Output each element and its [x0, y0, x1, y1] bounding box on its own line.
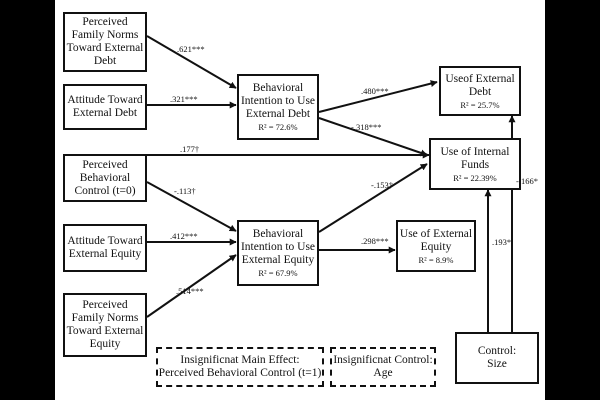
arrow-fn-debt-to-int-debt	[146, 35, 237, 89]
node-line: Debt	[93, 55, 117, 67]
node-line: Size	[487, 358, 507, 370]
r-squared-label: R² = 67.9%	[258, 268, 298, 278]
node-line: Control:	[477, 345, 517, 357]
r-squared-label: R² = 8.9%	[418, 254, 454, 265]
node-line: Perceived	[82, 16, 128, 28]
r-squared-label: R² = 22.39%	[453, 172, 497, 183]
node-intention-external-debt: Behavioral Intention to Use External Deb…	[237, 74, 319, 140]
node-line: External Equity	[68, 248, 142, 260]
node-intention-external-equity: Behavioral Intention to Use External Equ…	[237, 220, 319, 286]
arrow-pbc-to-int-equity	[146, 181, 237, 232]
node-perceived-family-norms-equity: Perceived Family Norms Toward External E…	[63, 293, 147, 357]
node-line: Attitude Toward	[67, 94, 143, 106]
node-use-external-equity: Use of External Equity R² = 8.9%	[396, 220, 476, 272]
node-use-external-debt: Useof External Debt R² = 25.7%	[439, 66, 521, 116]
coef-pbc-to-int-equity: -.113†	[174, 186, 196, 196]
note-line: Perceived Behavioral Control (t=1)	[158, 367, 322, 379]
node-line: Debt	[468, 85, 492, 98]
node-line: Perceived	[82, 299, 128, 311]
node-perceived-behavioral-control: Perceived Behavioral Control (t=0)	[63, 154, 147, 202]
node-line: External Debt	[72, 107, 138, 119]
coef-int-debt-to-use-debt: .480***	[361, 86, 389, 96]
note-line: Age	[373, 367, 393, 379]
note-line: Insignificnat Main Effect:	[180, 354, 300, 366]
node-control-size: Control: Size	[455, 332, 539, 384]
r-squared-label: R² = 72.6%	[258, 122, 298, 132]
node-use-internal-funds: Use of Internal Funds R² = 22.39%	[429, 138, 521, 190]
node-line: Intention to Use	[240, 95, 316, 107]
coef-att-equity-to-int-equity: .412***	[170, 231, 198, 241]
coef-pbc-to-internal: .177†	[180, 144, 200, 154]
node-line: Use of External	[399, 227, 473, 240]
node-line: Behavioral	[252, 228, 304, 240]
coef-int-equity-to-internal: -.153†	[371, 180, 393, 190]
node-line: Equity	[420, 240, 452, 253]
node-line: Behavioral	[79, 171, 131, 184]
r-squared-label: R² = 25.7%	[460, 99, 500, 110]
coef-fn-equity-to-int-equity: .514***	[176, 286, 204, 296]
node-line: Intention to Use	[240, 241, 316, 253]
node-line: Use of Internal	[440, 145, 510, 158]
coef-fn-debt-to-int-debt: .621***	[177, 44, 205, 54]
node-line: Equity	[89, 338, 121, 350]
coef-int-debt-to-internal: -.318***	[351, 122, 382, 132]
node-line: Toward External	[66, 42, 144, 54]
node-attitude-external-debt: Attitude Toward External Debt	[63, 84, 147, 130]
node-line: Behavioral	[252, 82, 304, 94]
node-line: External Debt	[245, 108, 311, 120]
path-arrows	[146, 35, 516, 332]
node-line: Funds	[460, 158, 490, 171]
arrow-fn-equity-to-int-equity	[146, 254, 237, 318]
arrow-int-debt-to-internal	[318, 117, 428, 157]
note-insignificant-control: Insignificnat Control: Age	[330, 347, 436, 387]
node-line: Useof External	[445, 72, 515, 85]
node-line: Family Norms	[71, 312, 139, 324]
coef-size-to-use-debt: -.166*	[516, 176, 538, 186]
node-line: Perceived	[82, 158, 128, 171]
coef-att-debt-to-int-debt: .321***	[170, 94, 198, 104]
node-line: Attitude Toward	[67, 235, 143, 247]
note-insignificant-main-effect: Insignificnat Main Effect: Perceived Beh…	[156, 347, 324, 387]
node-line: Family Norms	[71, 29, 139, 41]
node-attitude-external-equity: Attitude Toward External Equity	[63, 224, 147, 272]
coef-int-equity-to-use-equity: .298***	[361, 236, 389, 246]
path-diagram: Perceived Family Norms Toward External D…	[55, 0, 545, 400]
node-line: Control (t=0)	[74, 184, 136, 197]
arrow-int-debt-to-use-debt	[318, 80, 438, 113]
node-line: Toward External	[66, 325, 144, 337]
arrow-int-equity-to-internal	[318, 163, 428, 233]
node-line: External Equity	[241, 254, 315, 266]
node-perceived-family-norms-debt: Perceived Family Norms Toward External D…	[63, 12, 147, 72]
coef-size-to-internal: .193*	[492, 237, 512, 247]
note-line: Insignificnat Control:	[333, 354, 433, 366]
